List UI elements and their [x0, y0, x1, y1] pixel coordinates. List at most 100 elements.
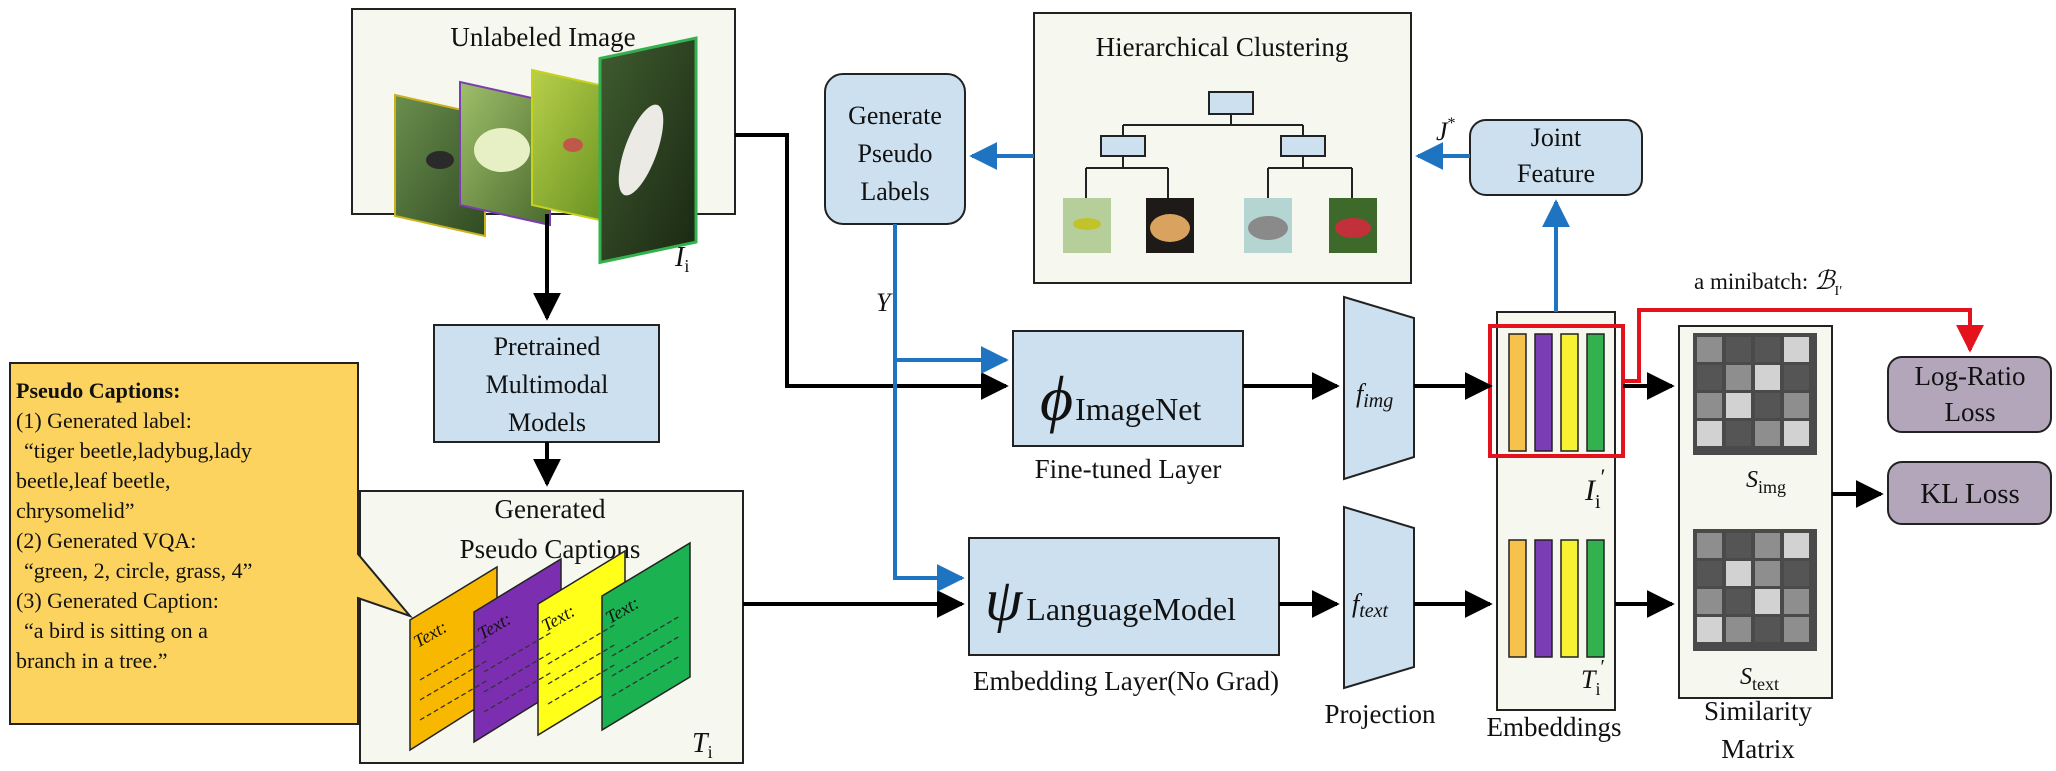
similarity-cell: [1784, 365, 1809, 390]
callout-line-8: “a bird is sitting on a: [24, 618, 208, 643]
similarity-img-grid: [1693, 333, 1817, 455]
callout-line-2: “tiger beetle,ladybug,lady: [24, 438, 252, 463]
similarity-cell: [1697, 421, 1722, 446]
f-img-label: fimg: [1356, 379, 1393, 412]
callout-line-1: (1) Generated label:: [16, 408, 192, 433]
similarity-cell: [1726, 365, 1751, 390]
similarity-cell: [1726, 617, 1751, 642]
pseudo-labels-line-1: Generate: [848, 101, 942, 130]
pretrained-line-3: Models: [508, 408, 586, 437]
text-embedding-label: Ti′: [1581, 656, 1605, 699]
log-ratio-line-2: Loss: [1944, 397, 1995, 427]
similarity-cell: [1784, 533, 1809, 558]
similarity-text-grid: [1693, 529, 1817, 651]
minibatch-label: a minibatch: ℬI′: [1694, 266, 1842, 299]
s-img-label: Simg: [1746, 467, 1786, 497]
hierarchical-clustering-panel: Hierarchical Clustering: [1033, 12, 1412, 284]
similarity-cell: [1697, 393, 1722, 418]
callout-line-3: beetle,leaf beetle,: [16, 468, 171, 493]
similarity-cell: [1726, 337, 1751, 362]
similarity-cell: [1697, 533, 1722, 558]
embedding-layer-caption: Embedding Layer(No Grad): [973, 666, 1279, 696]
kl-loss-box: KL Loss: [1887, 461, 2052, 525]
joint-feature-line-1: Joint: [1531, 123, 1582, 152]
similarity-cell: [1726, 533, 1751, 558]
callout-line-9: branch in a tree.”: [16, 648, 168, 673]
callout-title: Pseudo Captions:: [16, 378, 181, 403]
log-ratio-loss-box: Log-Ratio Loss: [1887, 356, 2052, 433]
similarity-cell: [1784, 337, 1809, 362]
projection-img: fimg: [1343, 295, 1415, 481]
f-text-label: ftext: [1352, 589, 1389, 622]
similarity-cell: [1697, 561, 1722, 586]
log-ratio-line-1: Log-Ratio: [1915, 361, 2026, 391]
image-set-label: Ii: [674, 242, 689, 276]
similarity-cell: [1755, 589, 1780, 614]
similarity-cell: [1755, 533, 1780, 558]
pseudo-labels-line-3: Labels: [860, 177, 929, 206]
similarity-cell: [1755, 337, 1780, 362]
caption-set-label: Ti: [692, 728, 713, 762]
image-embedding-bars: [1508, 333, 1605, 452]
similarity-cell: [1697, 337, 1722, 362]
similarity-cell: [1726, 561, 1751, 586]
arrows-blue: [893, 142, 1570, 592]
cluster-leaf-images: [1063, 198, 1377, 253]
callout-line-6: “green, 2, circle, grass, 4”: [24, 558, 253, 583]
similarity-caption-line-1: Similarity: [1704, 696, 1813, 726]
similarity-cell: [1726, 589, 1751, 614]
embeddings-caption: Embeddings: [1487, 712, 1622, 742]
pseudo-captions-callout-text: Pseudo Captions: (1) Generated label: “t…: [16, 376, 376, 676]
imagenet-encoder-box: ϕImageNet: [1012, 330, 1244, 447]
imagenet-symbol: ϕImageNet: [1040, 363, 1201, 434]
similarity-cell: [1784, 617, 1809, 642]
pseudo-captions-callout: [9, 362, 414, 725]
similarity-cell: [1784, 589, 1809, 614]
callout-line-7: (3) Generated Caption:: [16, 588, 219, 613]
projection-text: ftext: [1343, 505, 1415, 690]
joint-feature-line-2: Feature: [1517, 159, 1595, 188]
callout-line-5: (2) Generated VQA:: [16, 528, 197, 553]
similarity-cell: [1755, 561, 1780, 586]
similarity-cell: [1784, 393, 1809, 418]
fine-tuned-layer-caption: Fine-tuned Layer: [1035, 454, 1222, 484]
similarity-cell: [1697, 589, 1722, 614]
y-label: Y: [876, 288, 893, 317]
arrow-red: [1623, 308, 1984, 383]
unlabeled-image-title: Unlabeled Image: [450, 22, 635, 52]
text-embedding-bars: [1508, 539, 1605, 658]
unlabeled-image-panel: Unlabeled Image Ii: [351, 8, 736, 276]
similarity-cell: [1755, 421, 1780, 446]
generated-captions-line-2: Pseudo Captions: [460, 534, 641, 564]
kl-loss-label: KL Loss: [1920, 478, 2020, 510]
callout-line-4: chrysomelid”: [16, 498, 135, 523]
similarity-cell: [1784, 421, 1809, 446]
similarity-cell: [1697, 617, 1722, 642]
pseudo-labels-line-2: Pseudo: [857, 139, 932, 168]
pretrained-models-box: Pretrained Multimodal Models: [433, 324, 660, 443]
joint-feature-box: Joint Feature: [1469, 119, 1643, 196]
similarity-cell: [1784, 561, 1809, 586]
pretrained-line-1: Pretrained: [494, 332, 601, 361]
projection-caption: Projection: [1325, 699, 1436, 729]
dendrogram: [1085, 91, 1353, 198]
similarity-cell: [1726, 393, 1751, 418]
caption-card-stack: Text: Text: Text: Text:: [409, 541, 691, 752]
image-embedding-label: Ii′: [1584, 464, 1605, 513]
similarity-cell: [1755, 393, 1780, 418]
image-stack: [394, 36, 698, 265]
similarity-cell: [1755, 617, 1780, 642]
generated-captions-line-1: Generated: [495, 494, 606, 524]
s-text-label: Stext: [1740, 664, 1779, 694]
similarity-cell: [1697, 365, 1722, 390]
similarity-caption-line-2: Matrix: [1721, 734, 1795, 764]
embeddings-panel: Ii′ Ti′: [1488, 311, 1625, 711]
generated-captions-panel: Generated Pseudo Captions Text: Text: Te…: [359, 490, 744, 764]
similarity-panel: Simg Stext: [1678, 325, 1833, 699]
j-star-label: J*: [1436, 115, 1456, 146]
similarity-cell: [1726, 421, 1751, 446]
similarity-cell: [1755, 365, 1780, 390]
